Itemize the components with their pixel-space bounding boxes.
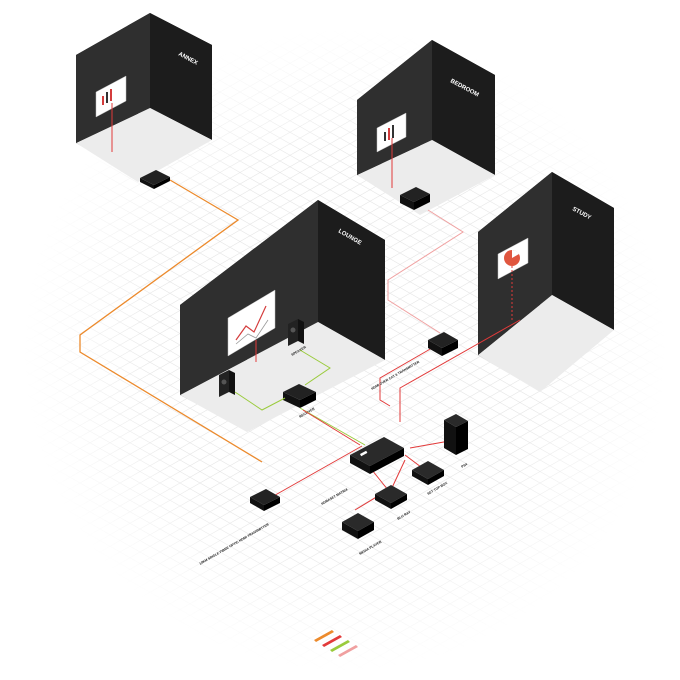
lounge-display (227, 289, 276, 357)
fibre-tx-side (250, 497, 264, 511)
matrix-front (370, 448, 404, 474)
study-right-wall (552, 172, 614, 330)
bedroom-receiver-top (400, 187, 430, 202)
bedroom-left-wall (357, 40, 432, 175)
legend-swatch-hdmi (338, 645, 358, 657)
lounge-right-wall (318, 200, 385, 360)
ps4-top (444, 414, 468, 427)
room-lounge: LOUNGE SPEAKER RECEIVER (180, 200, 385, 432)
bedroom-receiver-side (400, 195, 414, 210)
legend (314, 630, 358, 657)
transmitter-top (428, 332, 458, 348)
bluray-side (375, 494, 391, 509)
bedroom-receiver-front (414, 194, 430, 210)
lounge-receiver-top (283, 384, 316, 400)
bluray-player: BLU RAY (375, 485, 412, 521)
transmitter-front (442, 340, 458, 356)
cat6-fibre-tx-to-matrix (269, 445, 363, 499)
room-annex: ANNEX (76, 13, 212, 189)
ps4-front (456, 421, 468, 455)
room-bedroom: BEDROOM (357, 40, 495, 215)
hdmi-lounge-to-matrix (299, 407, 366, 446)
annex-receiver-top (140, 170, 170, 185)
hdbaset-matrix: HDBASET MATRIX (321, 437, 404, 506)
lounge-speaker-right-side (298, 319, 304, 344)
annex-bar-3 (110, 89, 112, 101)
cat6-study-to-matrix (399, 319, 521, 422)
lounge-speaker-left-woofer (221, 379, 227, 385)
ps4-label: PS4 (461, 462, 469, 469)
matrix-side (350, 455, 370, 474)
bedroom-bar-3 (392, 125, 394, 138)
ps4-side (444, 420, 456, 455)
legend-swatch-fibre (314, 630, 334, 642)
lounge-receiver-side (283, 392, 300, 408)
matrix-top (350, 437, 404, 466)
speaker-label-right: SPEAKER (291, 345, 308, 357)
annex-floor (76, 108, 212, 182)
annex-receiver-side (140, 178, 154, 189)
legend-swatch-audio (330, 640, 350, 652)
lounge-chart-line (235, 305, 267, 341)
bedroom-bar-1 (384, 132, 386, 141)
study-pie-slice (512, 249, 519, 258)
audio-cable-left (234, 391, 286, 411)
lounge-speaker-left-side (229, 370, 235, 395)
fibre-cable (79, 179, 263, 463)
bedroom-display (376, 112, 407, 153)
bedroom-floor (357, 140, 495, 215)
annex-right-wall (150, 13, 212, 140)
ps4-console: PS4 (444, 414, 468, 469)
lounge-speaker-right-woofer (290, 327, 296, 333)
matrix-logo (359, 450, 368, 457)
settop-side (412, 470, 428, 485)
bluray-front (391, 494, 407, 509)
lounge-chart-line-2 (235, 319, 269, 345)
annex-left-wall (76, 13, 150, 143)
annex-receiver-front (154, 177, 170, 189)
audio-cable-right (299, 349, 331, 386)
cat6-lounge-to-matrix (302, 409, 361, 446)
media-player-side (342, 522, 358, 539)
bluray-label: BLU RAY (397, 510, 412, 521)
bedroom-right-wall (432, 40, 495, 175)
fibre-tx-front (264, 497, 280, 511)
lounge-floor (180, 322, 385, 432)
annex-bar-1 (102, 96, 104, 105)
lounge-left-wall (180, 200, 318, 395)
transmitter-side (428, 340, 442, 356)
settop-front (428, 470, 444, 485)
cat6-transmitter-to-matrix (379, 347, 433, 407)
annex-bar-2 (106, 92, 108, 103)
bedroom-cat6-cable (387, 209, 464, 334)
legend-swatch-cat6 (322, 635, 342, 647)
room-study: STUDY (478, 172, 614, 392)
media-player-front (358, 522, 374, 539)
study-floor (478, 295, 614, 392)
fibre-tx-top (250, 489, 280, 505)
lounge-receiver-front (300, 392, 316, 408)
bedroom-bar-2 (388, 128, 390, 140)
